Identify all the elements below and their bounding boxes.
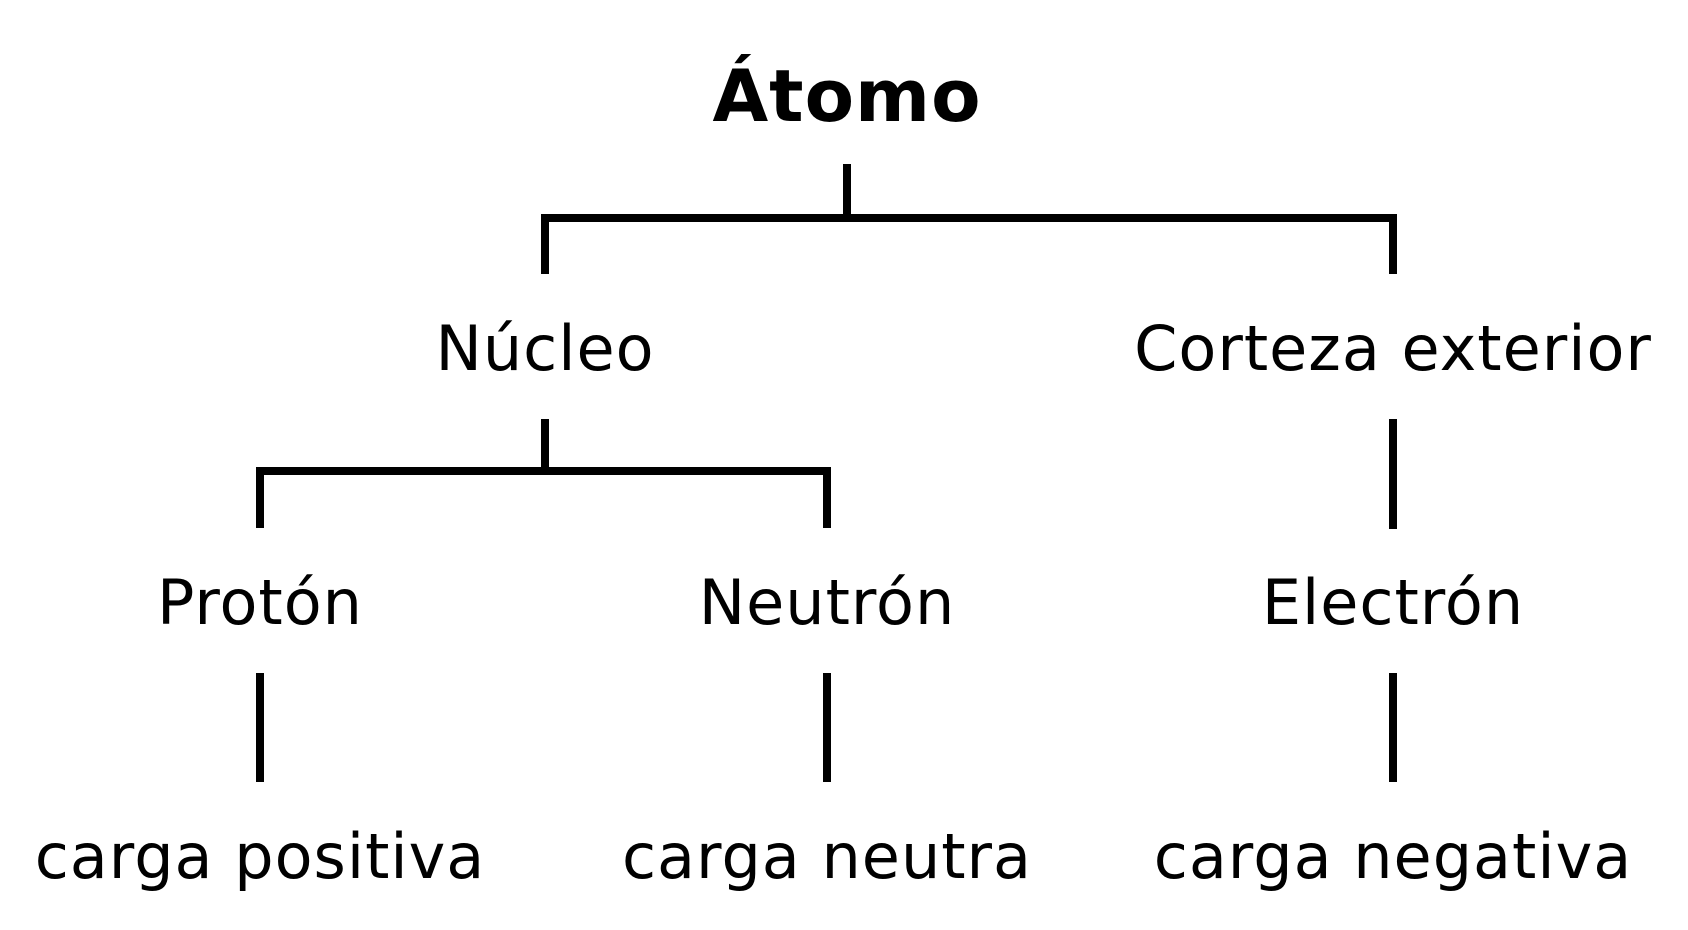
node-corteza-exterior: Corteza exterior [1134, 312, 1652, 385]
node-proton: Protón [157, 566, 363, 639]
node-atomo: Átomo [712, 54, 982, 138]
node-nucleo: Núcleo [435, 312, 655, 385]
node-neutron: Neutrón [698, 566, 956, 639]
node-carga-negativa: carga negativa [1153, 820, 1633, 893]
node-carga-neutra: carga neutra [621, 820, 1033, 893]
node-carga-positiva: carga positiva [34, 820, 486, 893]
node-electron: Electrón [1261, 566, 1525, 639]
